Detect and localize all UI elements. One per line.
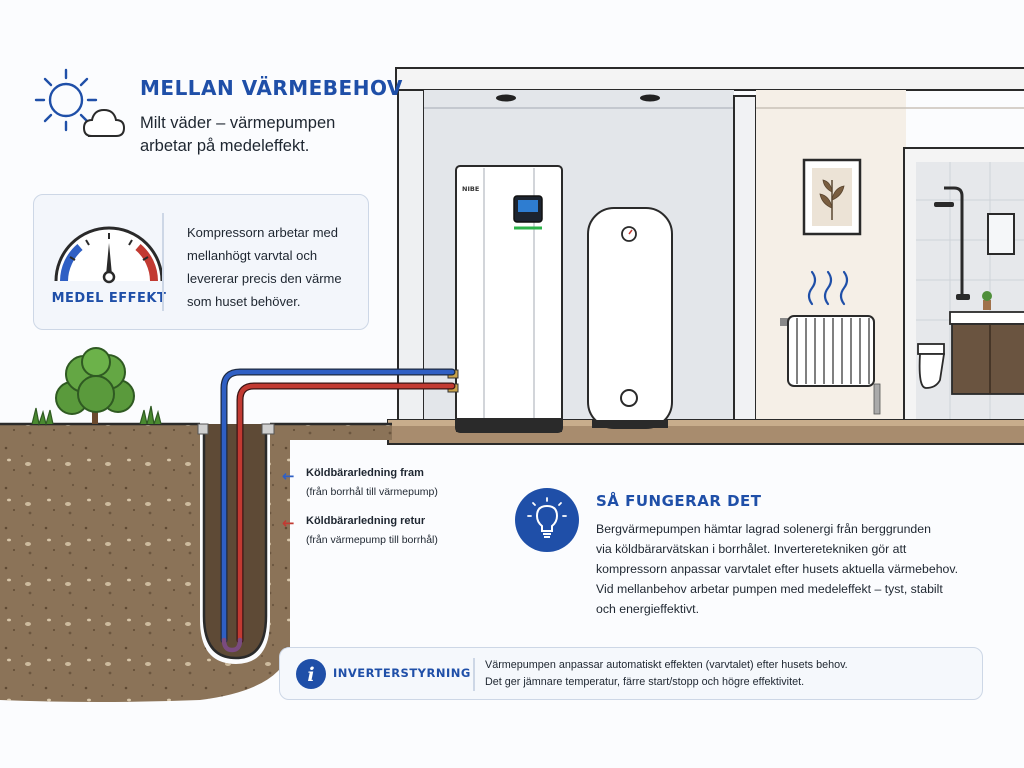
return-arrow-icon: ← <box>282 514 295 532</box>
effect-text-line: Kompressorn arbetar med <box>187 225 339 240</box>
return-legend-title: Köldbärarledning retur <box>306 515 426 527</box>
info-icon: i <box>296 659 326 689</box>
how-text-line: kompressorn anpassar varvtalet efter hus… <box>596 562 959 576</box>
bathroom-fixtures <box>917 186 1024 395</box>
effect-card: MEDEL EFFEKT Kompressorn arbetar med mel… <box>33 194 369 330</box>
info-text-line: Det ger jämnare temperatur, färre start/… <box>485 676 805 688</box>
how-text-line: Bergvärmepumpen hämtar lagrad solenergi … <box>596 522 931 536</box>
water-heater-tank <box>587 207 673 429</box>
subtitle-line: Milt väder – värmepumpen <box>140 114 336 132</box>
page-title: MELLAN VÄRMEBEHOV <box>140 76 403 100</box>
how-description: Bergvärmepumpen hämtar lagrad solenergi … <box>596 519 958 619</box>
how-text-line: och energieffektivt. <box>596 602 699 616</box>
brine-pipes <box>220 368 456 653</box>
ground <box>0 422 392 702</box>
sun-icon <box>34 68 98 132</box>
return-legend-sub: (från värmepump till borrhål) <box>306 534 438 546</box>
info-divider <box>473 658 475 691</box>
effect-description: Kompressorn arbetar med mellanhögt varvt… <box>187 221 342 313</box>
svg-text:i: i <box>307 664 314 686</box>
effect-label: MEDEL EFFEKT <box>51 291 167 306</box>
info-box: i INVERTERSTYRNING Värmepumpen anpassar … <box>279 647 983 700</box>
info-title: INVERTERSTYRNING <box>333 666 471 680</box>
flow-legend-sub: (från borrhål till värmepump) <box>306 486 438 498</box>
how-title: SÅ FUNGERAR DET <box>596 492 762 510</box>
pump-brand-logo: NIBE <box>462 185 479 193</box>
effect-text-line: som huset behöver. <box>187 294 301 309</box>
gauge-icon <box>54 226 164 284</box>
how-text-line: via köldbärarvätskan i borrhålet. Invert… <box>596 542 907 556</box>
page-subtitle: Milt väder – värmepumpen arbetar på mede… <box>140 112 335 158</box>
flow-legend-title: Köldbärarledning fram <box>306 467 424 479</box>
wall-picture <box>802 158 862 236</box>
how-text-line: Vid mellanbehov arbetar pumpen med medel… <box>596 582 943 596</box>
effect-text-line: levererar precis den värme <box>187 271 342 286</box>
effect-text-line: mellanhögt varvtal och <box>187 248 318 263</box>
lightbulb-icon <box>515 488 579 552</box>
bush <box>31 347 162 427</box>
info-text-line: Värmepumpen anpassar automatiskt effekte… <box>485 659 848 671</box>
subtitle-line: arbetar på medeleffekt. <box>140 137 310 155</box>
flow-arrow-icon: ← <box>282 467 295 485</box>
cloud-icon <box>82 108 126 137</box>
info-text: Värmepumpen anpassar automatiskt effekte… <box>485 657 848 691</box>
heat-pump-unit: NIBE <box>447 165 563 433</box>
radiator <box>780 270 881 415</box>
card-divider <box>162 213 164 311</box>
